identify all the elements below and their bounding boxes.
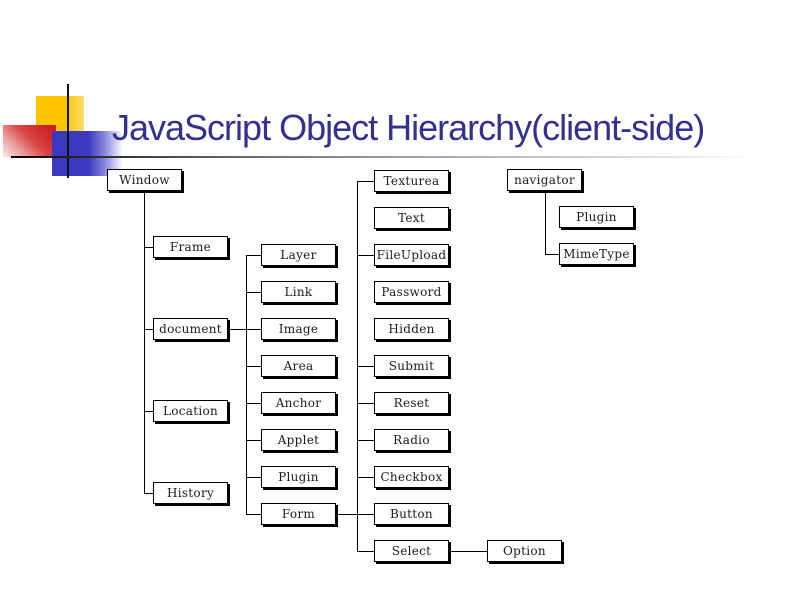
logo-blue-square [52,131,122,176]
connector-line [144,493,153,494]
node-plugin-document: Plugin [261,466,336,488]
node-navigator: navigator [507,169,582,191]
connector-line [357,181,374,182]
connector-line [357,551,374,552]
node-link: Link [261,281,336,303]
node-password: Password [374,281,449,303]
connector-line [246,477,261,478]
connector-line [246,255,261,256]
node-option: Option [487,540,562,562]
node-plugin-navigator: Plugin [559,206,634,228]
connector-line [246,403,261,404]
node-image: Image [261,318,336,340]
node-layer: Layer [261,244,336,266]
logo-vertical-line [67,84,69,178]
connector-line [144,191,145,493]
node-button: Button [374,503,449,525]
node-applet: Applet [261,429,336,451]
node-fileupload: FileUpload [374,244,449,266]
connector-line [144,247,153,248]
connector-line [357,255,374,256]
node-hidden: Hidden [374,318,449,340]
connector-line [357,403,374,404]
title-underline [11,156,755,158]
node-text: Text [374,207,449,229]
connector-line [449,551,487,552]
connector-line [336,514,374,515]
node-area: Area [261,355,336,377]
connector-line [228,329,261,330]
node-radio: Radio [374,429,449,451]
connector-line [144,329,153,330]
connector-line [545,254,559,255]
connector-line [246,292,261,293]
node-history: History [153,482,228,504]
node-reset: Reset [374,392,449,414]
node-checkbox: Checkbox [374,466,449,488]
connector-line [246,255,247,514]
node-anchor: Anchor [261,392,336,414]
connector-line [246,440,261,441]
node-location: Location [153,400,228,422]
node-form: Form [261,503,336,525]
node-submit: Submit [374,355,449,377]
connector-line [545,191,546,254]
node-select: Select [374,540,449,562]
connector-line [357,477,374,478]
node-texturea: Texturea [374,170,449,192]
connector-line [246,366,261,367]
connector-line [357,440,374,441]
connector-line [357,366,374,367]
node-window: Window [107,169,182,191]
slide-title: JavaScript Object Hierarchy(client-side) [112,107,705,148]
node-document: document [153,318,228,340]
connector-line [144,411,153,412]
logo-red-square [3,125,56,157]
node-mimetype: MimeType [559,243,634,265]
connector-line [246,514,261,515]
node-frame: Frame [153,236,228,258]
